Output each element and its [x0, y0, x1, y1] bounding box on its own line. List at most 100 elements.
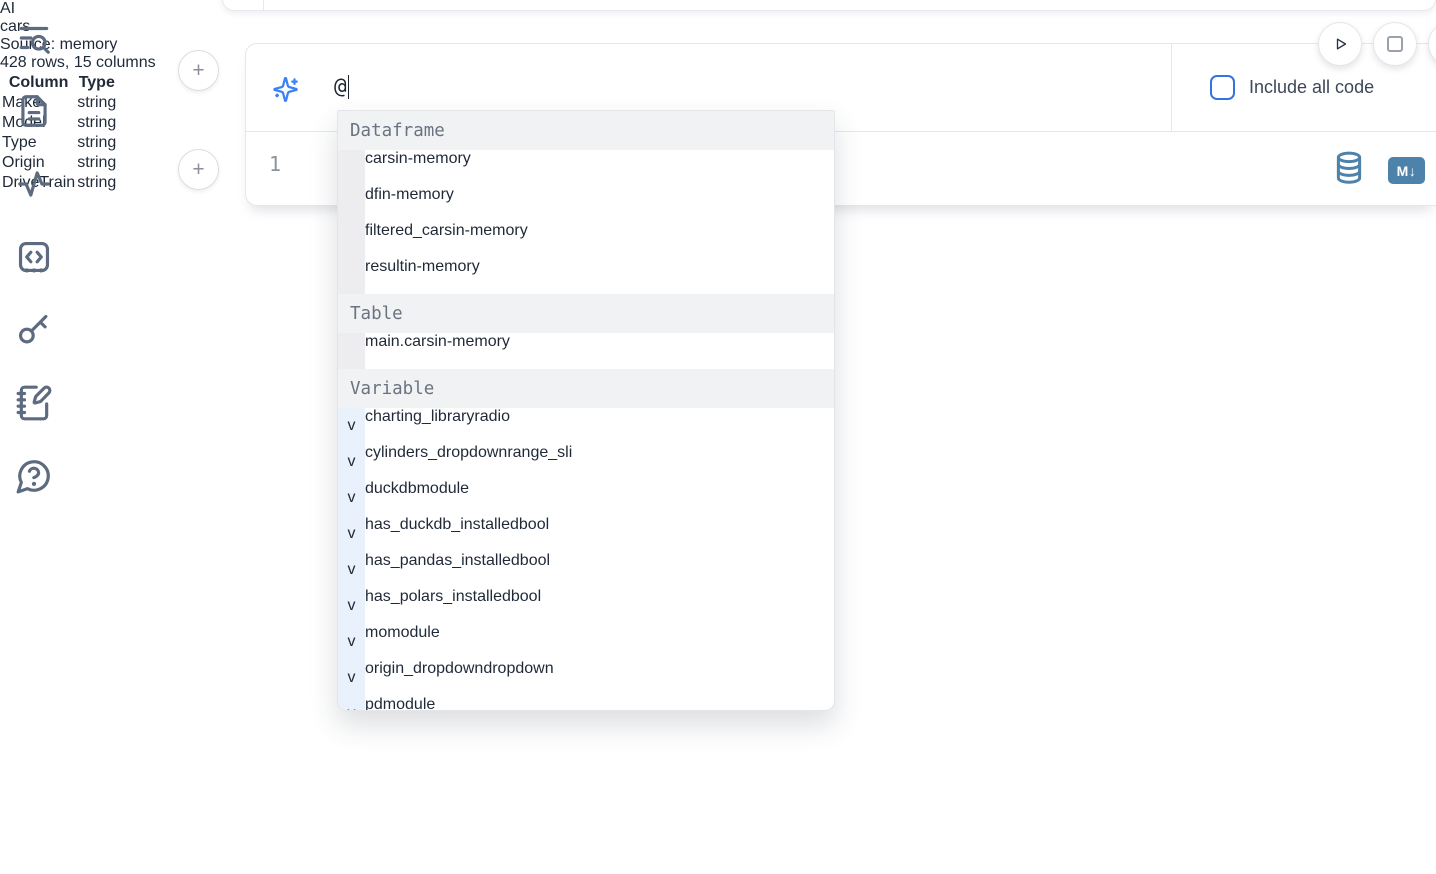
item-name: main.cars [365, 333, 435, 350]
snippets-icon[interactable] [14, 237, 54, 277]
variable-icon: v [347, 633, 356, 650]
column-type-cell: string [77, 154, 117, 171]
run-cell-button[interactable] [1318, 22, 1362, 66]
item-body: dfin-memory [365, 186, 454, 222]
left-sidebar [14, 18, 62, 496]
item-type: module [416, 480, 470, 497]
text-caret [347, 75, 350, 99]
autocomplete-item-filtered-cars[interactable]: filtered_carsin-memory [338, 222, 834, 258]
include-all-code-checkbox[interactable] [1210, 75, 1235, 100]
autocomplete-section-header: Dataframe [338, 111, 834, 150]
variable-icon: v [348, 705, 356, 710]
item-type: range_sli [507, 444, 573, 461]
autocomplete-item-cylinders-dropdown[interactable]: v cylinders_dropdownrange_sli [338, 444, 834, 480]
preview-table-header: Type [78, 74, 115, 91]
autocomplete-section-header: Table [338, 294, 834, 333]
play-icon [1336, 38, 1347, 50]
markdown-icon[interactable]: M↓ [1388, 157, 1425, 184]
preview-title: cars [0, 18, 31, 35]
dataframe-icon [343, 232, 360, 249]
variable-icon: v [347, 525, 356, 542]
item-name: cars [365, 150, 396, 167]
item-name: charting_library [365, 408, 475, 425]
autocomplete-item-has-duckdb-installed[interactable]: v has_duckdb_installedbool [338, 516, 834, 552]
variable-icon: v [347, 489, 356, 506]
ai-prompt-input[interactable]: @ [334, 74, 350, 99]
item-gutter: v [338, 588, 365, 624]
dataframe-icon [343, 196, 360, 213]
item-body: resultin-memory [365, 258, 480, 294]
activity-icon[interactable] [14, 164, 54, 204]
item-name: cylinders_dropdown [365, 444, 508, 461]
item-body: momodule [365, 624, 440, 660]
column-type-cell: string [77, 94, 117, 111]
item-name: mo [365, 624, 388, 641]
autocomplete-item-pd[interactable]: v pdmodule [338, 696, 834, 710]
item-gutter [338, 333, 365, 369]
file-icon[interactable] [14, 91, 54, 131]
item-name: result [365, 258, 405, 275]
database-icon [343, 343, 360, 360]
autocomplete-item-main-cars[interactable]: main.carsin-memory [338, 333, 834, 369]
previous-cell-edge [222, 0, 1436, 11]
toc-search-icon[interactable] [14, 18, 54, 58]
add-cell-button-top[interactable]: + [178, 50, 219, 91]
code-editor-row[interactable]: 1 M↓ [246, 132, 1436, 206]
item-gutter [338, 258, 365, 294]
variable-icon: v [347, 561, 356, 578]
item-name: has_duckdb_installed [365, 516, 519, 533]
item-type: in-memory [452, 222, 528, 239]
variable-icon: v [347, 669, 356, 686]
stop-icon [1387, 36, 1403, 52]
dataframe-icon [343, 268, 360, 285]
autocomplete-item-has-polars-installed[interactable]: v has_polars_installedbool [338, 588, 834, 624]
previous-cell-gutter-divider [263, 0, 264, 10]
add-cell-button-bottom[interactable]: + [178, 149, 219, 190]
item-name: origin_dropdown [365, 660, 484, 677]
autocomplete-item-result[interactable]: resultin-memory [338, 258, 834, 294]
variable-icon: v [347, 453, 356, 470]
help-icon[interactable] [14, 456, 54, 496]
stop-button[interactable] [1373, 22, 1417, 66]
variable-icon: v [347, 597, 356, 614]
item-gutter: v [338, 480, 365, 516]
item-gutter [338, 150, 365, 186]
item-type: bool [519, 552, 551, 569]
dataframe-icon [343, 160, 360, 177]
variable-icon: v [347, 417, 356, 434]
autocomplete-item-origin-dropdown[interactable]: v origin_dropdowndropdown [338, 660, 834, 696]
item-name: df [365, 186, 379, 203]
preview-table-row: Origin string [2, 154, 116, 172]
item-gutter: v [338, 516, 365, 552]
autocomplete-item-df[interactable]: dfin-memory [338, 186, 834, 222]
item-gutter: v [338, 444, 365, 480]
ai-prompt-row[interactable]: @ Include all code [246, 44, 1436, 132]
item-type: module [387, 624, 440, 641]
scratchpad-icon[interactable] [14, 383, 54, 423]
item-type: in-memory [434, 333, 510, 350]
item-type: bool [518, 516, 550, 533]
item-type: in-memory [395, 150, 471, 167]
ai-button-fragment[interactable]: AI [0, 0, 1436, 18]
item-gutter: v [338, 408, 365, 444]
item-body: has_polars_installedbool [365, 588, 541, 624]
column-name-cell: Origin [2, 154, 45, 171]
item-body: origin_dropdowndropdown [365, 660, 554, 696]
item-body: pdmodule [365, 696, 435, 710]
autocomplete-item-cars[interactable]: carsin-memory [338, 150, 834, 186]
database-icon[interactable] [1334, 150, 1364, 191]
item-body: main.carsin-memory [365, 333, 510, 369]
sparkles-icon [272, 76, 299, 103]
column-type-cell: string [77, 134, 117, 151]
keyboard-shortcuts-key-icon[interactable] [14, 310, 54, 350]
